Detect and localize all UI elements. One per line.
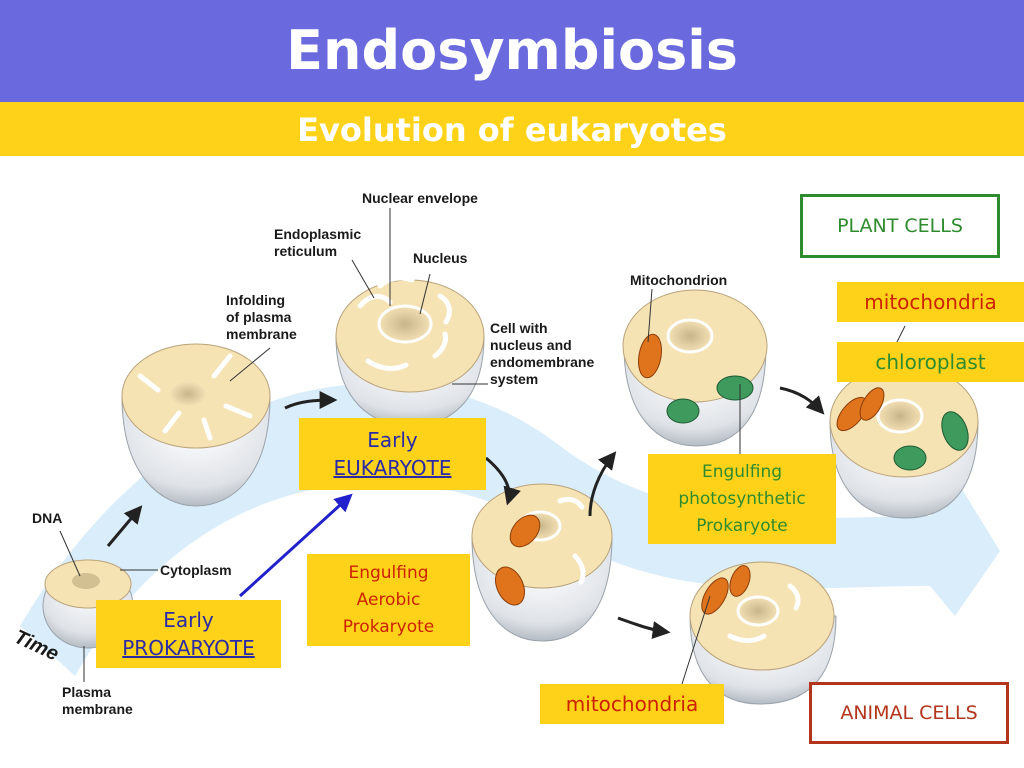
leader-lines [59,208,906,685]
slide-subtitle: Evolution of eukaryotes [297,111,727,149]
box-engulfing-aerobic: Engulfing Aerobic Prokaryote [307,554,470,646]
box-early-prokaryote-line-2: PROKARYOTE [122,636,255,660]
box-plant-cells: PLANT CELLS [800,194,1000,258]
box-aerobic-line-2: Aerobic [356,590,421,610]
label-cell-line-4: system [490,371,539,387]
label-cytoplasm: Cytoplasm [160,562,232,578]
box-aerobic-line-3: Prokaryote [342,617,435,637]
process-arrows [106,386,825,640]
box-early-prokaryote-line-1: Early [163,608,214,632]
label-endoplasmic-reticulum: Endoplasmic reticulum [274,226,361,260]
label-nucleus: Nucleus [413,250,468,266]
label-nuclear-envelope: Nuclear envelope [362,190,478,206]
box-mitochondria-top: mitochondria [837,282,1024,322]
box-mitochondria-bottom: mitochondria [540,684,724,724]
box-photo-line-3: Prokaryote [696,516,788,536]
box-early-eukaryote: Early EUKARYOTE [299,418,486,490]
diagram-stage: Nuclear envelope Endoplasmic reticulum N… [0,156,1024,768]
label-cell-with-nucleus: Cell with nucleus and endomembrane syste… [490,320,594,388]
label-plasma-line-1: Plasma [62,684,112,700]
label-cell-line-3: endomembrane [490,354,595,370]
cell-mitochondrion-photosynthetic [622,289,768,447]
blue-arrow [238,493,353,598]
label-cell-line-2: nucleus and [490,337,572,353]
box-chloroplast: chloroplast [837,342,1024,382]
box-early-eukaryote-line-1: Early [367,428,418,452]
box-aerobic-line-1: Engulfing [348,563,429,583]
title-bar [0,0,1024,102]
box-early-prokaryote: Early PROKARYOTE [96,600,281,668]
cell-aerobic-engulfing [471,483,613,642]
label-plasma-line-2: membrane [62,701,133,717]
endosymbiosis-diagram [20,208,1000,705]
cell-infolding [121,343,271,507]
time-ribbon [20,383,1000,676]
label-infolding-line-1: Infolding [226,292,286,308]
cell-early-eukaryote [335,275,485,427]
box-animal-cells: ANIMAL CELLS [809,682,1009,744]
cell-plant [829,364,979,519]
cell-animal [689,561,837,705]
label-endoplasmic-line-1: Endoplasmic [274,226,362,242]
subtitle-bar [0,102,1024,156]
label-endoplasmic-line-2: reticulum [274,243,338,259]
label-mitochondrion: Mitochondrion [630,272,728,288]
label-dna: DNA [32,510,63,526]
label-infolding: Infolding of plasma membrane [226,292,297,343]
box-early-eukaryote-line-2: EUKARYOTE [333,456,452,480]
label-plasma-membrane: Plasma membrane [62,684,133,718]
label-cell-line-1: Cell with [490,320,548,336]
box-engulfing-photosynthetic: Engulfing photosynthetic Prokaryote [648,454,836,544]
label-infolding-line-3: membrane [226,326,297,342]
label-infolding-line-2: of plasma [226,309,292,325]
slide-title: Endosymbiosis [286,19,738,82]
box-photo-line-2: photosynthetic [678,489,806,509]
box-photo-line-1: Engulfing [701,462,783,482]
